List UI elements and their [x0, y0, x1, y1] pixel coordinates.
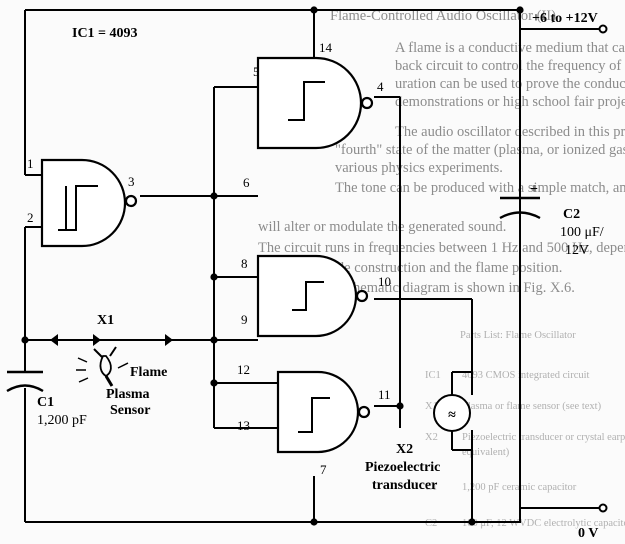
transducer-symbol-icon: ≈	[448, 408, 456, 423]
nand-gate-4	[258, 370, 371, 454]
x2-desc-2-label: transducer	[372, 478, 437, 493]
bg-line-5: The audio oscillator described in this p…	[395, 124, 625, 140]
pin-2-label: 2	[27, 210, 34, 225]
x2-ref-label: X2	[396, 442, 413, 457]
parts-desc-5: 100 μF, 12 WVDC electrolytic capacitor	[462, 518, 625, 529]
c2-value-1-label: 100 μF/	[560, 225, 604, 240]
flame-icon	[99, 355, 112, 378]
ground-label: 0 V	[578, 526, 598, 541]
c2-plate-bottom	[499, 211, 541, 220]
bg-line-0: Flame-Controlled Audio Oscillator (II)	[330, 8, 556, 24]
parts-ref-1: X1	[425, 401, 438, 412]
x1-ref-label: X1	[97, 313, 114, 328]
c1-plate-bottom	[6, 384, 44, 393]
label-pointer-icon	[117, 362, 129, 369]
pin-numbers: 1 2 3 5 6 4 14 8 9 10 12 13 11 7	[27, 40, 391, 477]
arrow-right-icon	[93, 334, 101, 346]
parts-ref-2: X2	[425, 432, 438, 443]
pin-5-label: 5	[253, 64, 260, 79]
bg-line-10: The circuit runs in frequencies between …	[258, 240, 625, 256]
bg-line-6: "fourth" state of the matter (plasma, or…	[335, 142, 625, 158]
junction-dot	[210, 336, 218, 344]
c1-ref-label: C1	[37, 395, 54, 410]
pin-10-label: 10	[378, 274, 391, 289]
gate-body	[256, 56, 363, 150]
schmitt-symbol-icon	[298, 397, 330, 433]
pin-1-label: 1	[27, 156, 34, 171]
junction-dot	[310, 6, 318, 14]
nand-gate-3	[256, 254, 369, 338]
sensor-label-1: Plasma	[106, 387, 150, 402]
c1-value-label: 1,200 pF	[37, 413, 87, 428]
pin-9-label: 9	[241, 312, 248, 327]
junction-dot	[468, 518, 476, 526]
pin-13-label: 13	[237, 418, 250, 433]
flame-rays-icon	[76, 357, 89, 383]
bg-line-2: back circuit to control the frequency of…	[395, 58, 625, 74]
x2-desc-1-label: Piezoelectric	[365, 460, 440, 475]
c2-ref-label: C2	[563, 207, 580, 222]
capacitor-c2	[499, 10, 541, 220]
junction-dot	[210, 379, 218, 387]
junction-dot	[396, 402, 404, 410]
pin-12-label: 12	[237, 362, 250, 377]
bg-line-9: will alter or modulate the generated sou…	[258, 219, 506, 235]
bg-line-8: The tone can be produced with a simple m…	[335, 180, 625, 196]
ground-terminal	[598, 503, 608, 513]
c2-value-2-label: 12V	[565, 243, 589, 258]
arrow-left-icon	[50, 334, 58, 346]
pin-3-label: 3	[128, 174, 135, 189]
bg-line-1: A flame is a conductive medium that can …	[395, 40, 625, 56]
flame-label: Flame	[130, 365, 167, 380]
flame-sensor-x1	[50, 334, 173, 387]
pin-6-label: 6	[243, 175, 250, 190]
ground-rail	[25, 507, 603, 523]
inverter-bubble	[360, 96, 374, 110]
bg-line-3: uration can be used to prove the conduct…	[395, 76, 625, 92]
ic-label: IC1 = 4093	[72, 26, 138, 41]
supply-label: +6 to +12V	[532, 11, 598, 26]
c2-polarity-label: +	[530, 182, 538, 197]
pin-4-label: 4	[377, 79, 384, 94]
parts-desc-2: Piezoelectric transducer or crystal earp…	[462, 432, 625, 443]
sensor-electrode-icon	[93, 346, 117, 358]
supply-terminal	[598, 24, 608, 34]
parts-desc-3: equivalent)	[462, 447, 510, 458]
match-icon	[104, 375, 114, 387]
arrow-right-icon	[165, 334, 173, 346]
gate-body	[40, 158, 127, 248]
inverter-bubble	[124, 194, 138, 208]
sensor-label-2: Sensor	[110, 403, 150, 418]
junctions	[21, 6, 524, 526]
inverter-bubble	[357, 405, 371, 419]
nand-gate-2	[256, 56, 374, 150]
inverter-bubble	[355, 289, 369, 303]
pin-14-label: 14	[319, 40, 333, 55]
gate-body	[276, 370, 360, 454]
bg-line-4: demonstrations or high school fair proje…	[395, 94, 625, 110]
parts-desc-1: Plasma or flame sensor (see text)	[462, 401, 602, 412]
parts-ref-4: C1	[425, 482, 437, 493]
pin-11-label: 11	[378, 387, 391, 402]
schmitt-symbol-icon	[288, 81, 325, 121]
capacitor-c1	[6, 370, 44, 393]
piezo-transducer-x2: ≈	[433, 371, 472, 451]
junction-dot	[210, 192, 218, 200]
pin-7-label: 7	[320, 462, 327, 477]
junction-dot	[210, 273, 218, 281]
signal-wires	[24, 10, 473, 522]
nand-gate-1	[40, 158, 138, 248]
parts-ref-5: C2	[425, 518, 437, 529]
background-text: Flame-Controlled Audio Oscillator (II) A…	[258, 8, 625, 529]
junction-dot	[21, 336, 29, 344]
junction-dot	[310, 518, 318, 526]
pin-8-label: 8	[241, 256, 248, 271]
bg-line-13: Parts List: Flame Oscillator	[460, 330, 576, 341]
schmitt-symbol-icon	[292, 281, 324, 311]
parts-desc-0: 4093 CMOS integrated circuit	[462, 370, 590, 381]
bg-line-7: various physics experiments.	[335, 160, 503, 176]
parts-ref-0: IC1	[425, 370, 441, 381]
